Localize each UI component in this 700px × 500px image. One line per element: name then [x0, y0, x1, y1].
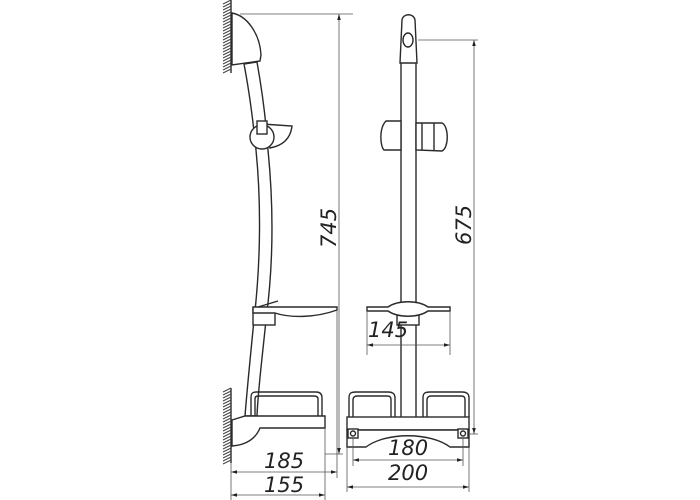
dimension-745: 745 — [240, 13, 353, 455]
hatch-line — [222, 41, 232, 47]
shower-head-clip — [249, 120, 293, 150]
dimension-155: 155 — [231, 428, 326, 500]
hatch-line — [222, 420, 232, 426]
hatch-line — [222, 390, 232, 396]
hatch-line — [222, 396, 232, 402]
hatch-line — [222, 429, 232, 435]
wall-hatch-top — [222, 0, 232, 74]
hatch-line — [222, 32, 232, 38]
hatch-line — [222, 38, 232, 44]
hatch-line — [222, 62, 232, 68]
hatch-line — [222, 447, 232, 453]
hatch-line — [222, 50, 232, 56]
hatch-line — [222, 23, 232, 29]
hatch-line — [222, 68, 232, 74]
hatch-line — [222, 17, 232, 23]
hatch-line — [222, 0, 232, 5]
hatch-line — [222, 438, 232, 444]
dimension-label-185: 185 — [264, 449, 304, 473]
shower-head-holder — [380, 120, 448, 152]
hatch-line — [222, 44, 232, 50]
dimension-label-675: 675 — [452, 205, 476, 245]
dimension-label-155: 155 — [264, 473, 304, 497]
dimension-label-745: 745 — [317, 208, 341, 248]
hatch-line — [222, 459, 232, 465]
hatch-line — [222, 8, 232, 14]
soap-dish-side — [252, 300, 338, 326]
hatch-line — [222, 59, 232, 65]
hatch-line — [222, 453, 232, 459]
hatch-line — [222, 11, 232, 17]
wall-bracket — [231, 12, 262, 66]
hatch-line — [222, 56, 232, 62]
soap-dish-front — [366, 301, 451, 326]
rail-tube — [400, 61, 417, 419]
hatch-line — [222, 423, 232, 429]
hatch-line — [222, 35, 232, 41]
hatch-line — [222, 405, 232, 411]
hatch-line — [222, 387, 232, 393]
dimension-label-145: 145 — [368, 318, 408, 342]
dimension-label-180: 180 — [388, 436, 428, 460]
hatch-line — [222, 402, 232, 408]
hatch-line — [222, 20, 232, 26]
wall-hatch-bottom — [222, 387, 232, 465]
hatch-line — [222, 450, 232, 456]
screw-left — [347, 428, 359, 439]
hatch-line — [222, 14, 232, 20]
hatch-line — [222, 2, 232, 8]
mount-hole — [402, 32, 414, 48]
hatch-line — [222, 432, 232, 438]
side-view — [222, 0, 338, 465]
hatch-line — [222, 426, 232, 432]
hatch-line — [222, 411, 232, 417]
dimension-185: 185 — [230, 310, 338, 500]
dimension-145: 145 — [366, 312, 451, 355]
dimension-180: 180 — [352, 436, 464, 466]
screw-right — [457, 428, 469, 439]
dimension-200: 200 — [346, 447, 470, 492]
basket-side — [231, 391, 326, 447]
hatch-line — [222, 408, 232, 414]
basket-front — [346, 391, 470, 448]
hatch-line — [222, 47, 232, 53]
dimension-675: 675 — [418, 39, 478, 435]
hatch-line — [222, 444, 232, 450]
front-view — [346, 14, 470, 448]
hatch-line — [222, 441, 232, 447]
dimension-label-200: 200 — [388, 461, 428, 485]
hatch-line — [222, 53, 232, 59]
hatch-line — [222, 414, 232, 420]
hatch-line — [222, 393, 232, 399]
hatch-line — [222, 417, 232, 423]
hatch-line — [222, 65, 232, 71]
hatch-line — [222, 399, 232, 405]
hatch-line — [222, 456, 232, 462]
hatch-line — [222, 29, 232, 35]
hatch-line — [222, 435, 232, 441]
hatch-line — [222, 5, 232, 11]
curved-rail — [243, 61, 273, 417]
hatch-line — [222, 26, 232, 32]
